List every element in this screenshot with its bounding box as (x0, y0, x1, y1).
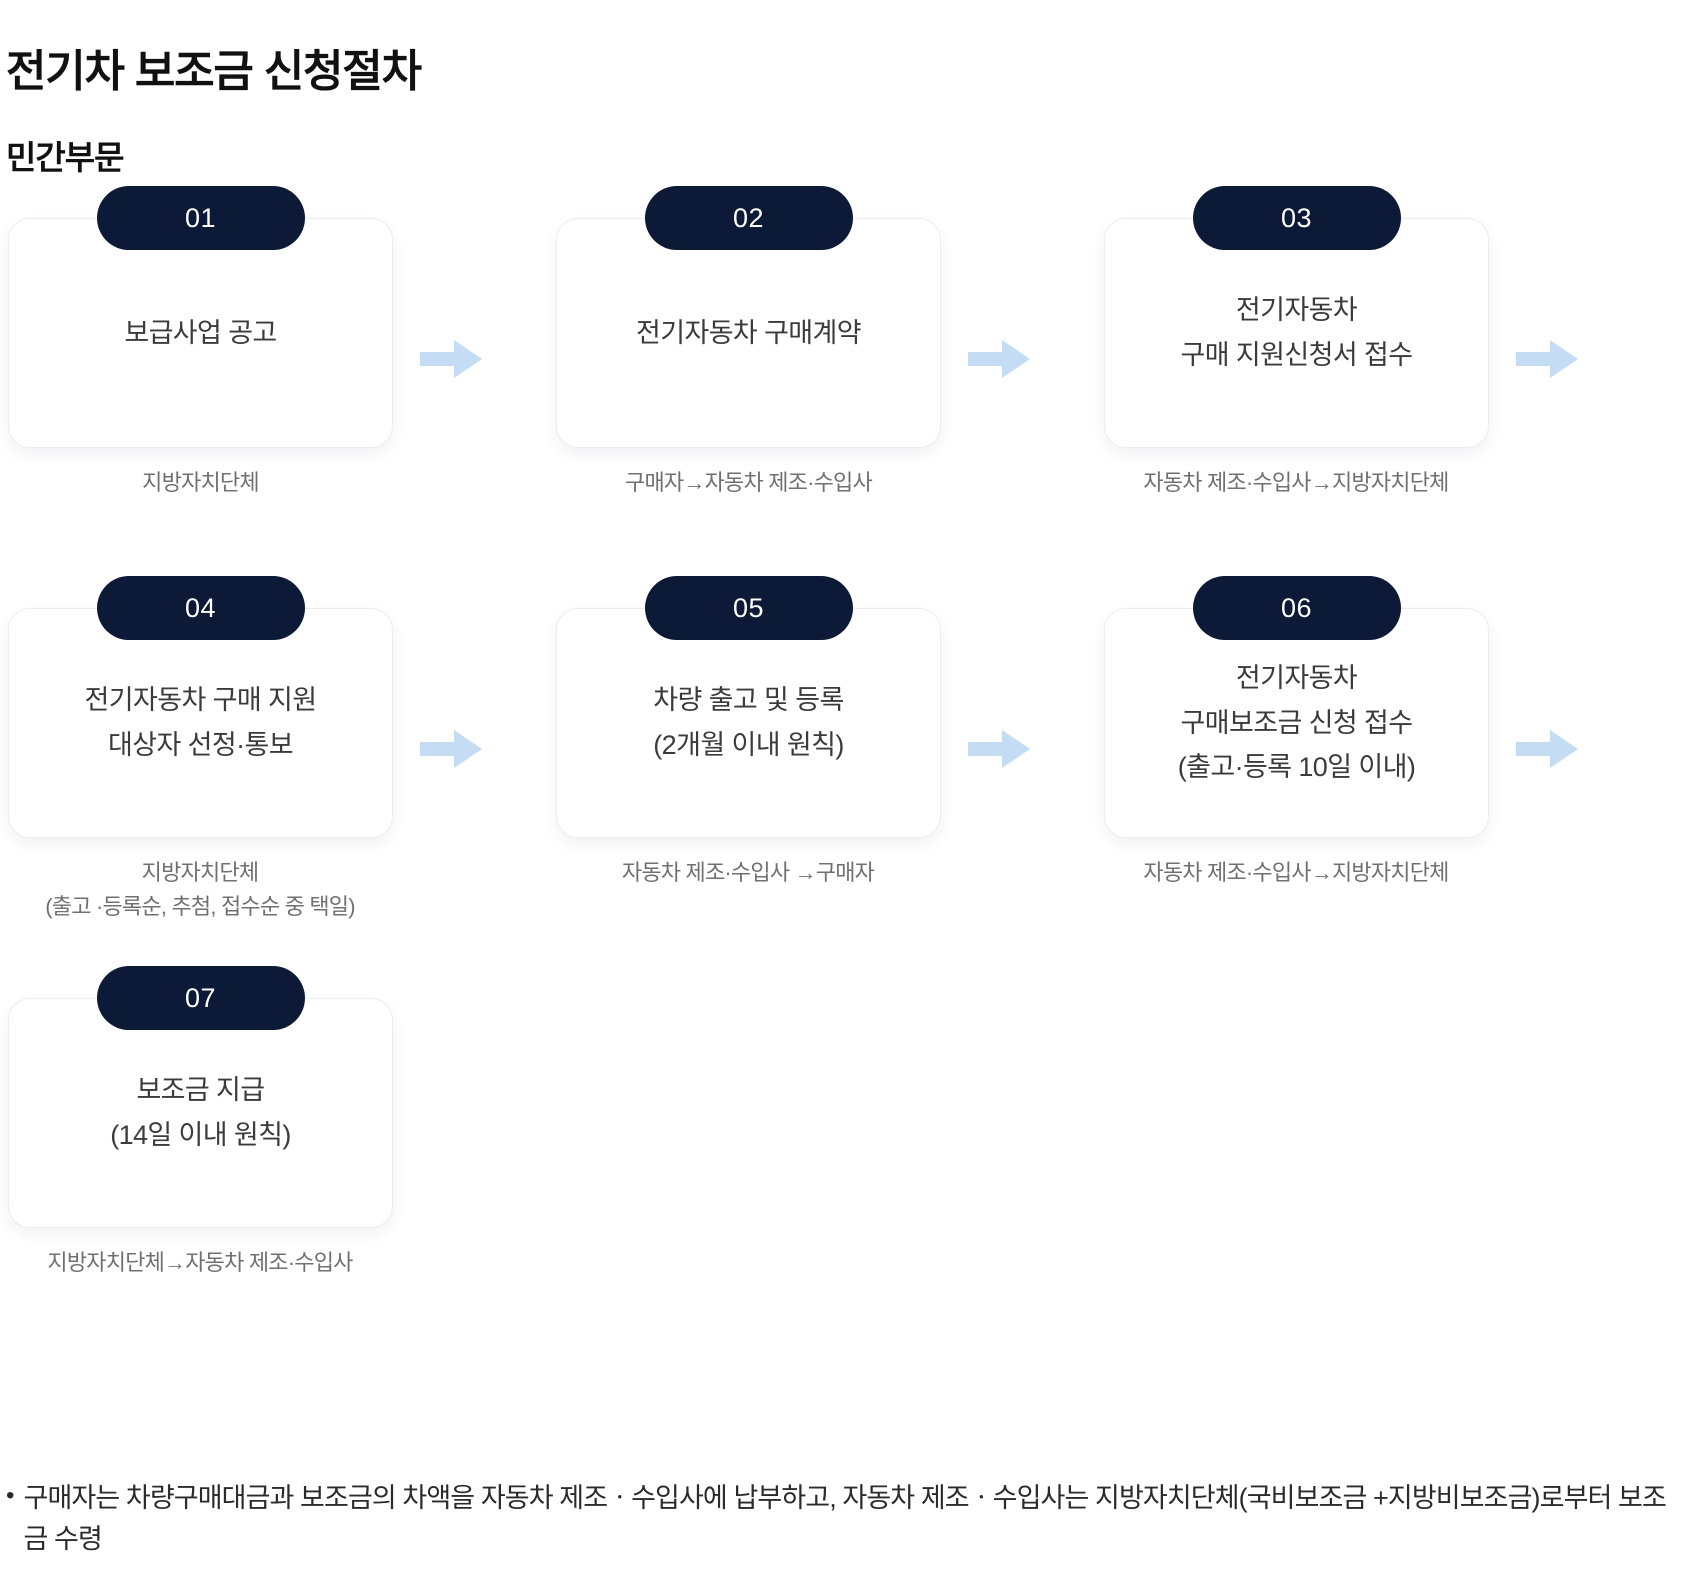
step-caption-line: 지방자치단체 (141, 860, 259, 885)
step-07: 07 보조금 지급 (14일 이내 원칙) 지방자치단체→자동차 제조·수입사 (8, 966, 393, 1280)
arrow-right-icon (1516, 726, 1578, 772)
step-card: 07 보조금 지급 (14일 이내 원칙) (8, 966, 393, 1228)
step-caption: 지방자치단체 (8, 466, 393, 500)
step-label: 보급사업 공고 (106, 311, 294, 356)
step-caption-line: 지방자치단체→자동차 제조·수입사 (47, 1250, 353, 1275)
footnote: • 구매자는 차량구매대금과 보조금의 차액을 자동차 제조ㆍ수입사에 납부하고… (6, 1478, 1667, 1559)
step-caption: 자동차 제조·수입사 →구매자 (538, 856, 958, 890)
step-label-line: 전기자동차 (1235, 663, 1358, 694)
arrow-right-icon (968, 336, 1030, 382)
step-number-badge: 07 (96, 966, 305, 1030)
arrow-right-icon (1516, 336, 1578, 382)
step-caption: 지방자치단체→자동차 제조·수입사 (0, 1246, 410, 1280)
step-card: 05 차량 출고 및 등록 (2개월 이내 원칙) (556, 576, 941, 838)
flow-row-1: 01 보급사업 공고 지방자치단체 02 전기자동차 구 (0, 186, 1700, 608)
step-label: 전기자동차 구매계약 (618, 311, 879, 356)
step-caption-line: 자동차 제조·수입사 →구매자 (621, 860, 875, 885)
section-title: 민간부문 (6, 139, 124, 177)
step-number-badge: 02 (644, 186, 853, 250)
step-card: 01 보급사업 공고 (8, 186, 393, 448)
step-06: 06 전기자동차 구매보조금 신청 접수 (출고·등록 10일 이내) 자동차 … (1104, 576, 1489, 890)
process-flow: 01 보급사업 공고 지방자치단체 02 전기자동차 구 (0, 186, 1700, 1275)
step-card: 06 전기자동차 구매보조금 신청 접수 (출고·등록 10일 이내) (1104, 576, 1489, 838)
step-05: 05 차량 출고 및 등록 (2개월 이내 원칙) 자동차 제조·수입사 →구매… (556, 576, 941, 890)
flow-row-3: 07 보조금 지급 (14일 이내 원칙) 지방자치단체→자동차 제조·수입사 (0, 966, 1700, 1275)
step-label-line: 구매 지원신청서 접수 (1180, 340, 1414, 370)
arrow-right-icon (420, 726, 482, 772)
step-number-badge: 04 (96, 576, 305, 640)
step-02: 02 전기자동차 구매계약 구매자→자동차 제조·수입사 (556, 186, 941, 500)
step-label: 전기자동차 구매 지원 대상자 선정·통보 (67, 678, 335, 767)
step-number-badge: 05 (644, 576, 853, 640)
step-label-line: 보급사업 공고 (124, 317, 277, 348)
step-label: 보조금 지급 (14일 이내 원칙) (92, 1068, 309, 1157)
page-title: 전기차 보조금 신청절차 (6, 47, 422, 97)
step-caption-line: 지방자치단체 (142, 470, 259, 495)
step-caption: 지방자치단체 (출고 ·등록순, 추첨, 접수순 중 택일) (0, 856, 410, 924)
step-caption-line: (출고 ·등록순, 추첨, 접수순 중 택일) (45, 894, 355, 920)
step-label-line: 전기자동차 구매 지원 (84, 685, 318, 716)
step-caption-line: 자동차 제조·수입사→지방자치단체 (1143, 470, 1449, 495)
footnote-text: 구매자는 차량구매대금과 보조금의 차액을 자동차 제조ㆍ수입사에 납부하고, … (23, 1483, 1667, 1554)
step-number-badge: 03 (1192, 186, 1401, 250)
step-card: 02 전기자동차 구매계약 (556, 186, 941, 448)
step-03: 03 전기자동차 구매 지원신청서 접수 자동차 제조·수입사→지방자치단체 (1104, 186, 1489, 500)
step-number-badge: 01 (96, 186, 305, 250)
step-label-line: 전기자동차 구매계약 (635, 317, 862, 348)
step-caption-line: 자동차 제조·수입사→지방자치단체 (1143, 860, 1449, 885)
step-label-line: 대상자 선정·통보 (108, 730, 294, 760)
step-number-badge: 06 (1192, 576, 1401, 640)
step-label: 차량 출고 및 등록 (2개월 이내 원칙) (635, 678, 861, 767)
flow-row-2: 04 전기자동차 구매 지원 대상자 선정·통보 지방자치단체 (출고 ·등록순… (0, 576, 1700, 998)
step-card: 03 전기자동차 구매 지원신청서 접수 (1104, 186, 1489, 448)
step-label: 전기자동차 구매 지원신청서 접수 (1163, 288, 1431, 377)
step-label-line: 보조금 지급 (136, 1075, 265, 1106)
step-01: 01 보급사업 공고 지방자치단체 (8, 186, 393, 500)
step-label-line: 구매보조금 신청 접수 (1180, 707, 1414, 738)
step-label-line: 전기자동차 (1235, 295, 1358, 326)
step-label-line: (2개월 이내 원칙) (653, 730, 844, 760)
step-04: 04 전기자동차 구매 지원 대상자 선정·통보 지방자치단체 (출고 ·등록순… (8, 576, 393, 924)
step-label: 전기자동차 구매보조금 신청 접수 (출고·등록 10일 이내) (1160, 656, 1434, 790)
step-label-line: 차량 출고 및 등록 (653, 685, 844, 716)
step-caption: 구매자→자동차 제조·수입사 (556, 466, 941, 500)
step-label-line: (출고·등록 10일 이내) (1177, 752, 1416, 783)
arrow-right-icon (420, 336, 482, 382)
step-card: 04 전기자동차 구매 지원 대상자 선정·통보 (8, 576, 393, 838)
step-label-line: (14일 이내 원칙) (110, 1120, 291, 1150)
step-caption-line: 구매자→자동차 제조·수입사 (625, 470, 873, 495)
bullet-icon: • (6, 1482, 14, 1509)
step-caption: 자동차 제조·수입사→지방자치단체 (1086, 856, 1506, 890)
step-caption: 자동차 제조·수입사→지방자치단체 (1086, 466, 1506, 500)
arrow-right-icon (968, 726, 1030, 772)
